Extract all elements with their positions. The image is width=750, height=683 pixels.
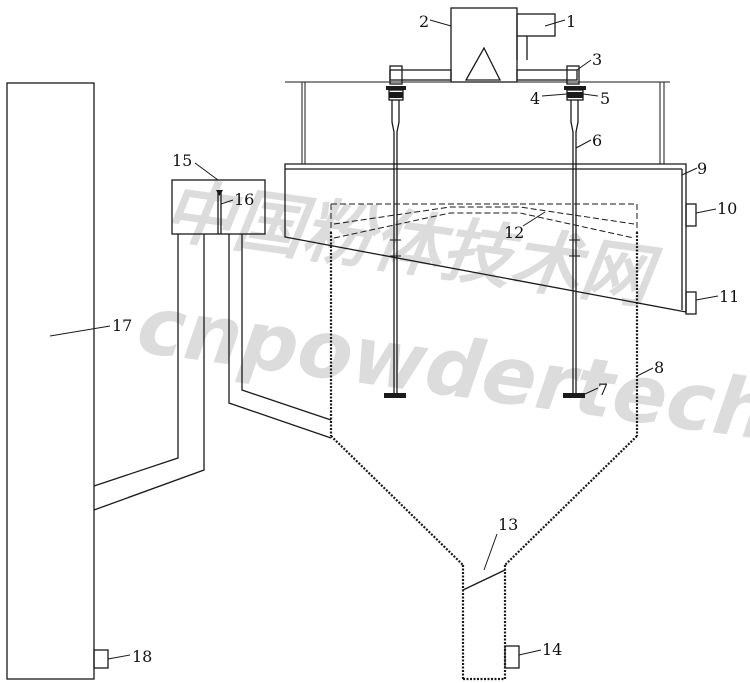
- label-17: 17: [112, 316, 132, 335]
- support-frame: [285, 81, 670, 164]
- label-10: 10: [717, 199, 737, 218]
- bottom-outlet-nozzle: [504, 645, 520, 669]
- label-14: 14: [542, 640, 562, 659]
- label-15: 15: [172, 151, 192, 170]
- label-16: 16: [234, 190, 254, 209]
- label-4: 4: [530, 89, 540, 108]
- side-nozzle-lower: [685, 291, 697, 315]
- inlet-pipe: [516, 13, 556, 60]
- label-2: 2: [419, 12, 429, 31]
- watermark: 中国粉体技术网 cnpowdertech: [132, 169, 750, 458]
- pipe-to-column: [93, 234, 205, 511]
- label-7: 7: [598, 380, 608, 399]
- flange-left: [386, 86, 406, 101]
- label-8: 8: [654, 358, 664, 377]
- sprayer-rod-left: [384, 100, 406, 398]
- flange-right: [564, 86, 586, 101]
- feed-box: [450, 7, 518, 83]
- label-13: 13: [498, 515, 518, 534]
- sprayer-rod-right: [563, 100, 585, 398]
- tall-column-vessel: [6, 82, 95, 680]
- triangle-distributor: [464, 46, 502, 81]
- neck-baffle: [462, 569, 506, 591]
- leader-lines: [49, 19, 719, 660]
- inner-baffle: [333, 206, 635, 239]
- label-11: 11: [719, 287, 739, 306]
- label-1: 1: [566, 12, 576, 31]
- inner-pipe: [216, 190, 223, 234]
- horizontal-feed-pipe: [389, 65, 580, 85]
- label-18: 18: [132, 647, 152, 666]
- side-nozzle-upper: [685, 203, 697, 227]
- label-12: 12: [504, 223, 524, 242]
- label-6: 6: [592, 131, 602, 150]
- pipe-to-tank: [228, 234, 332, 439]
- label-3: 3: [592, 50, 602, 69]
- column-outlet-nozzle: [93, 649, 109, 669]
- label-9: 9: [697, 159, 707, 178]
- label-5: 5: [600, 89, 610, 108]
